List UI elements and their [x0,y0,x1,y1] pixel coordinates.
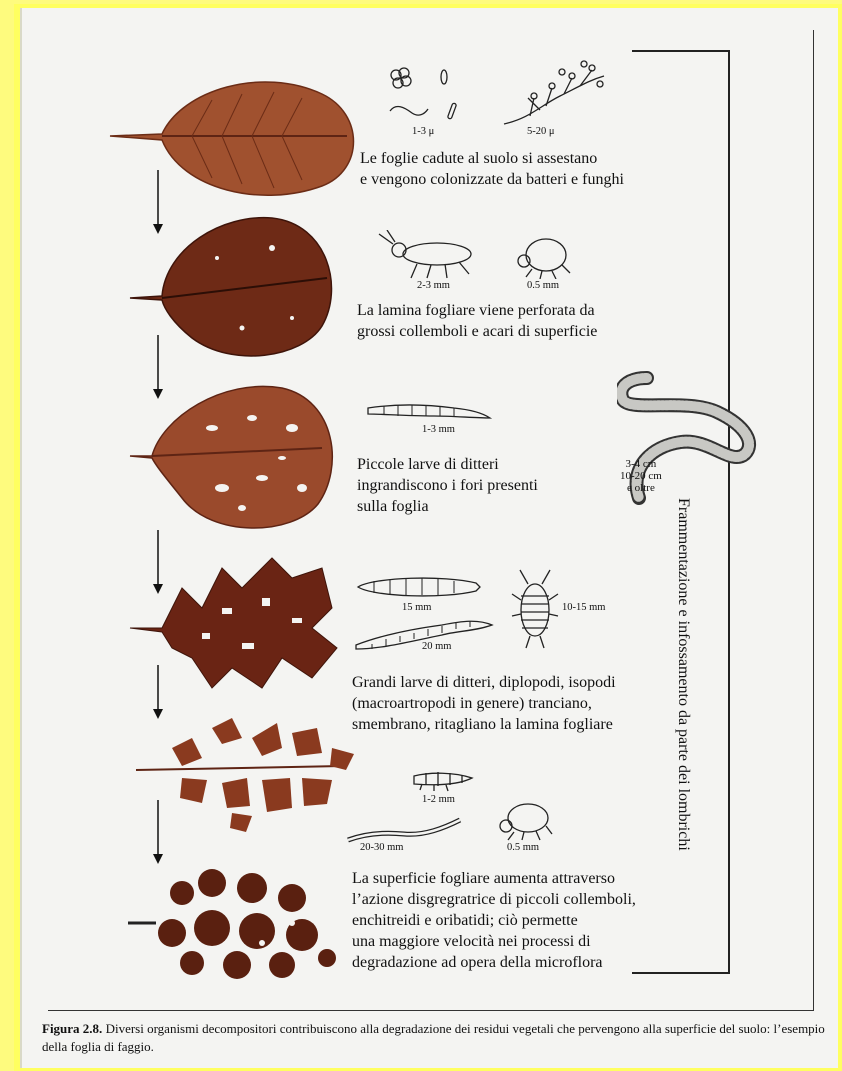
stage-3-text: Piccole larve di ditteri ingrandiscono i… [357,454,538,517]
mite-icon [512,233,572,279]
stage-line: Grandi larve di ditteri, diplopodi, isop… [352,672,616,693]
arrow-1 [148,168,168,238]
fly-larva-small-icon [364,400,494,422]
size-label: 20-30 mm [360,842,403,853]
stage-5-text: La superficie fogliare aumenta attravers… [352,868,636,973]
isopod-icon [510,568,560,650]
size-label: 20 mm [422,641,451,652]
stage-2-text: La lamina fogliare viene perforata da gr… [357,300,597,342]
earthworm-size: 3-4 cm 10-20 cm e oltre [620,458,662,494]
fly-larva-large-icon [354,573,484,601]
oribatid-mite-icon [494,800,554,842]
stage-line: degradazione ad opera della microflora [352,952,636,973]
stage-line: ingrandiscono i fori presenti [357,475,538,496]
fungi-hyphae-icon [500,58,610,130]
stage-1-text: Le foglie cadute al suolo si assestano e… [360,148,624,190]
arrow-5 [148,798,168,868]
stage-line: sulla foglia [357,496,538,517]
stage-line: enchitreidi e oribatidi; ciò permette [352,910,636,931]
leaf-litter [122,863,352,988]
size-label: 5-20 μ [527,126,555,137]
figure-caption: Figura 2.8. Diversi organismi decomposit… [42,1020,842,1056]
figure-page: Frammentazione e infossamento da parte d… [20,8,838,1068]
stage-line: Le foglie cadute al suolo si assestano [360,148,624,169]
size-label: 2-3 mm [417,280,450,291]
stage-line: e vengono colonizzate da batteri e fungh… [360,169,624,190]
size-label: 10-15 mm [562,602,605,613]
earthworm-size-line: 10-20 cm [620,470,662,482]
stage-4-text: Grandi larve di ditteri, diplopodi, isop… [352,672,616,735]
stage-line: una maggiore velocità nei processi di [352,931,636,952]
stage-line: l’azione disgregratrice di piccoli colle… [352,889,636,910]
stage-line: smembrano, ritagliano la lamina fogliare [352,714,616,735]
size-label: 1-3 mm [422,424,455,435]
collembola-small-icon [410,768,476,792]
arrow-2 [148,333,168,403]
size-label: 1-2 mm [422,794,455,805]
caption-label: Figura 2.8. [42,1021,102,1036]
caption-text: Diversi organismi decompositori contribu… [42,1021,825,1054]
size-label: 0.5 mm [527,280,559,291]
stage-line: (macroartropodi in genere) tranciano, [352,693,616,714]
arrow-3 [148,528,168,598]
stage-line: grossi collemboli e acari di superficie [357,321,597,342]
size-label: 0.5 mm [507,842,539,853]
earthworm-size-line: e oltre [620,482,662,494]
springtail-icon [377,230,487,280]
size-label: 1-3 μ [412,126,434,137]
earthworm-size-line: 3-4 cm [620,458,662,470]
stage-line: La superficie fogliare aumenta attravers… [352,868,636,889]
stage-line: La lamina fogliare viene perforata da [357,300,597,321]
bacteria-icon [384,63,464,128]
leaf-intact [102,70,372,210]
side-label-text: Frammentazione e infossamento da parte d… [674,498,692,898]
stage-line: Piccole larve di ditteri [357,454,538,475]
arrow-4 [148,663,168,723]
